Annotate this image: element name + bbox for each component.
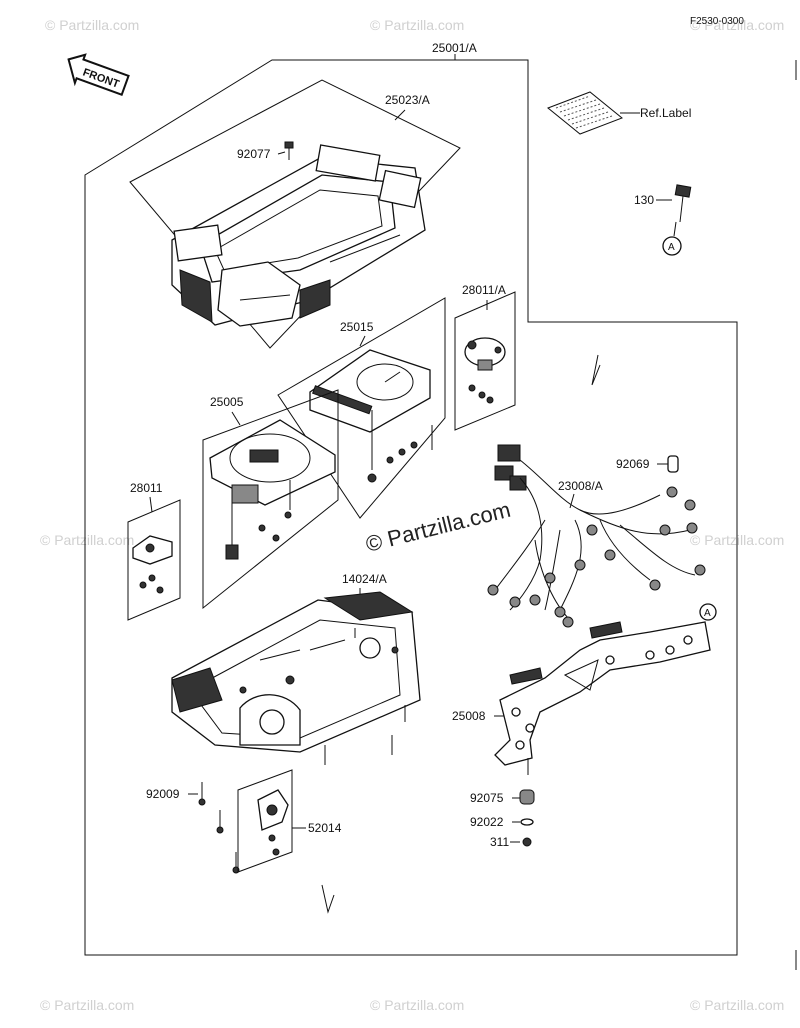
sensor-bracket-icon [257,789,289,856]
leader-line [149,496,153,513]
bracket-subbox [237,769,293,873]
speedometer-subbox [202,389,339,610]
callout-letter: A [668,242,675,253]
part-label-25005: 25005 [210,395,244,409]
bulb-socket-icon [132,535,173,594]
figure-code: F2530-0300 [690,16,744,27]
part-label-25023A: 25023/A [385,93,430,107]
screw-icon [284,141,294,160]
meter-cover [171,144,426,327]
watermark-text: © Partzilla.com [40,997,134,1013]
front-arrow-icon: FRONT [67,53,130,96]
ref-label-sticker-icon [547,91,623,135]
callout-circle [699,603,717,621]
part-label-25008: 25008 [452,709,486,723]
grommet-icon [519,789,535,805]
part-label-92022: 92022 [470,815,504,829]
part-label-25015: 25015 [340,320,374,334]
watermark-text: © Partzilla.com [690,997,784,1013]
leader-line [359,335,366,347]
handwritten-mark [321,884,335,914]
grommet-icon [667,455,679,473]
part-label-28011: 28011 [130,481,163,495]
handwritten-mark [591,354,601,386]
mounting-bracket [494,621,711,775]
part-label-92009: 92009 [146,787,180,801]
watermark-text: © Partzilla.com [690,17,784,33]
washer-icon [520,818,534,826]
part-label-130: 130 [634,193,654,207]
part-label-311: 311 [490,835,509,849]
part-label-14024A: 14024/A [342,572,387,586]
meter-lower-case [171,591,421,765]
leader-line [569,493,575,509]
leader-line [277,151,286,155]
watermark-text: © Partzilla.com [370,17,464,33]
screw-icon [198,782,240,874]
bolt-icon [674,184,692,223]
watermark-center: © Partzilla.com [363,497,513,557]
nut-icon [522,837,532,847]
bulb-socket-icon [464,337,506,404]
leader-line [394,109,406,121]
leader-line [673,221,677,237]
part-label-92069: 92069 [616,457,650,471]
tachometer-gauge [309,349,433,483]
speedometer-gauge [209,419,336,560]
part-label-23008A: 23008/A [558,479,603,493]
part-label-52014: 52014 [308,821,342,835]
watermark-layer: © Partzilla.com © Partzilla.com © Partzi… [40,17,784,1013]
part-label-92075: 92075 [470,791,504,805]
bulb-subbox [127,499,181,621]
watermark-text: © Partzilla.com [40,532,134,548]
part-label-92077: 92077 [237,147,271,161]
assembly-number: 25001/A [432,41,477,55]
callout-letter: A [704,608,711,619]
callout-circle [662,236,682,256]
leader-line [231,411,241,426]
tachometer-subbox [277,297,446,519]
part-label-28011A: 28011/A [462,283,506,297]
ref-label-text: Ref.Label [640,106,691,120]
assembly-outline [84,59,738,956]
bulb-subbox [454,291,516,431]
watermark-text: © Partzilla.com [45,17,139,33]
wire-harness [487,444,706,628]
watermark-text: © Partzilla.com [370,997,464,1013]
